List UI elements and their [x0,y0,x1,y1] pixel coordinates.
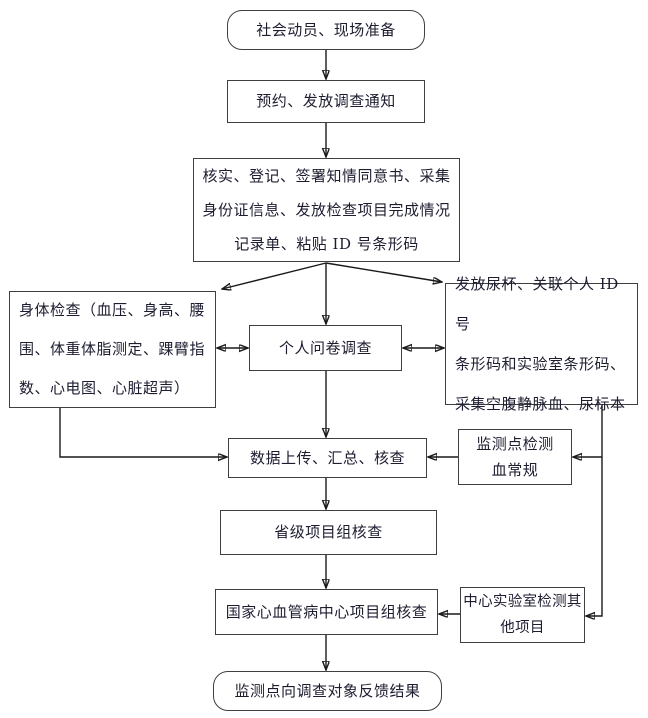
node-feedback-results: 监测点向调查对象反馈结果 [213,671,442,711]
connector-register-physical [222,262,327,289]
node-label-line: 核实、登记、签署知情同意书、采集 [202,167,451,185]
connector-physical-upload [59,408,227,457]
node-label-line: 中心实验室检测其 [463,594,582,610]
node-label: 省级项目组核查 [274,523,383,541]
node-label-line: 身份证信息、发放检查项目完成情况 [202,201,451,219]
node-site-blood-routine-test: 监测点检测 血常规 [458,429,572,485]
connector-urine-lab [586,405,603,616]
node-label-line: 采集空腹静脉血、尿标本 [455,395,626,413]
node-label: 监测点向调查对象反馈结果 [234,681,421,700]
node-label-line: 他项目 [500,620,545,636]
node-registration-consent: 核实、登记、签署知情同意书、采集 身份证信息、发放检查项目完成情况 记录单、粘贴… [193,158,460,262]
node-provincial-review: 省级项目组核查 [220,510,437,555]
node-label-line: 发放尿杯、关联个人 ID 号 [455,275,619,333]
node-appointment-notice: 预约、发放调查通知 [227,80,425,123]
node-label: 社会动员、现场准备 [256,20,396,39]
node-central-lab-other-tests: 中心实验室检测其 他项目 [460,587,585,643]
connector-register-urine [325,262,442,282]
node-personal-questionnaire: 个人问卷调查 [249,325,402,371]
node-label: 国家心血管病中心项目组核查 [225,602,428,621]
node-label-line: 监测点检测 [476,435,554,453]
node-label-line: 身体检查（血压、身高、腰 [19,301,206,319]
node-label: 数据上传、汇总、核查 [249,448,405,467]
node-physical-examination: 身体检查（血压、身高、腰 围、体重体脂测定、踝臂指 数、心电图、心脏超声） [9,291,216,408]
node-label: 预约、发放调查通知 [256,92,396,110]
node-label-line: 血常规 [491,461,539,479]
node-social-mobilization: 社会动员、现场准备 [227,10,425,50]
node-label: 个人问卷调查 [278,338,372,357]
node-label-line: 围、体重体脂测定、踝臂指 [19,340,206,358]
node-label-line: 条形码和实验室条形码、 [455,355,626,373]
node-data-upload-check: 数据上传、汇总、核查 [228,438,427,478]
node-label-line: 记录单、粘贴 ID 号条形码 [234,235,419,253]
node-label-line: 数、心电图、心脏超声） [19,379,190,397]
node-specimen-collection: 发放尿杯、关联个人 ID 号 条形码和实验室条形码、 采集空腹静脉血、尿标本 [445,275,638,413]
node-national-center-review: 国家心血管病中心项目组核查 [215,589,438,635]
